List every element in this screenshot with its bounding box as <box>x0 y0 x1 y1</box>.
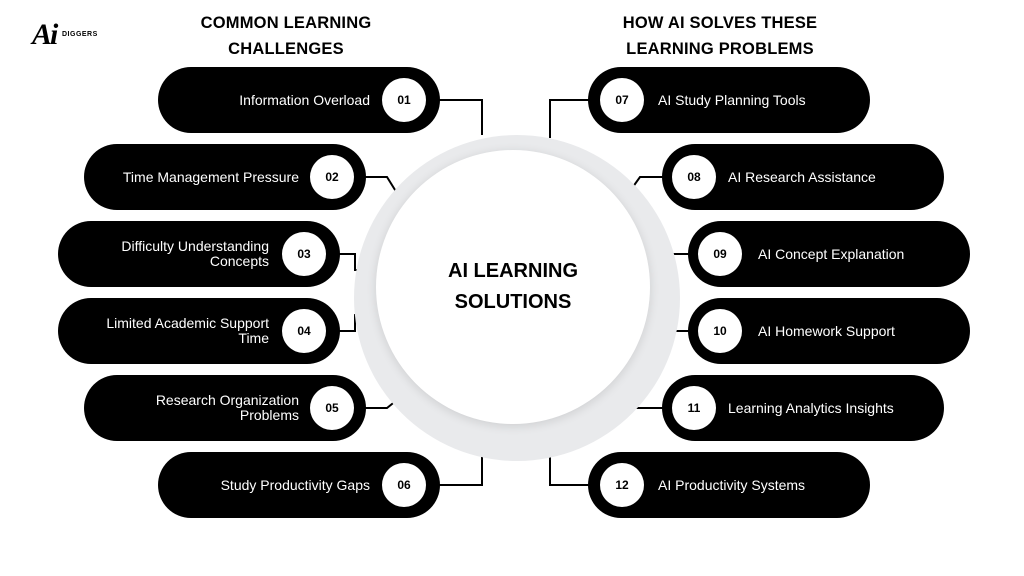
challenge-pill-01: Information Overload 01 <box>158 67 440 133</box>
solution-pill-11: 11 Learning Analytics Insights <box>662 375 944 441</box>
challenge-number-badge: 05 <box>310 386 354 430</box>
solution-number-badge: 10 <box>698 309 742 353</box>
logo-mark: Ai <box>32 18 58 51</box>
challenge-number-badge: 06 <box>382 463 426 507</box>
solution-label: AI Homework Support <box>758 322 895 339</box>
challenge-label: Information Overload <box>239 91 370 108</box>
central-hub: AI LEARNING SOLUTIONS <box>376 150 650 424</box>
challenge-pill-02: Time Management Pressure 02 <box>84 144 366 210</box>
brand-logo: Ai DIGGERS <box>32 20 104 52</box>
solution-label: AI Productivity Systems <box>658 476 806 493</box>
solution-pill-08: 08 AI Research Assistance <box>662 144 944 210</box>
solution-number-badge: 09 <box>698 232 742 276</box>
solution-label: AI Concept Explanation <box>758 245 905 262</box>
solutions-heading: HOW AI SOLVES THESE LEARNING PROBLEMS <box>622 14 818 58</box>
solution-number-badge: 12 <box>600 463 644 507</box>
challenge-number-badge: 03 <box>282 232 326 276</box>
connector-06 <box>436 450 483 486</box>
challenge-label: Time Management Pressure <box>122 168 299 185</box>
challenge-label: Study Productivity Gaps <box>220 476 370 493</box>
solution-pill-07: 07 AI Study Planning Tools <box>588 67 870 133</box>
challenge-pill-06: Study Productivity Gaps 06 <box>158 452 440 518</box>
connector-01 <box>436 99 483 135</box>
solution-number-badge: 08 <box>672 155 716 199</box>
logo-text: DIGGERS <box>62 31 98 38</box>
solution-label: AI Research Assistance <box>728 168 876 185</box>
hub-title: AI LEARNING SOLUTIONS <box>448 260 578 313</box>
solution-pill-10: 10 AI Homework Support <box>688 298 970 364</box>
challenge-pill-03: Difficulty Understanding Concepts 03 <box>58 221 340 287</box>
challenge-number-badge: 02 <box>310 155 354 199</box>
challenge-label: Research Organization Problems <box>155 392 299 423</box>
challenge-number-badge: 04 <box>282 309 326 353</box>
solution-number-badge: 07 <box>600 78 644 122</box>
challenge-label: Difficulty Understanding Concepts <box>121 238 269 269</box>
connector-07 <box>549 99 596 138</box>
challenge-number-badge: 01 <box>382 78 426 122</box>
solution-label: AI Study Planning Tools <box>658 91 806 108</box>
solution-number-badge: 11 <box>672 386 716 430</box>
challenges-heading: COMMON LEARNING CHALLENGES <box>200 14 372 58</box>
challenge-label: Limited Academic Support Time <box>106 315 269 346</box>
solution-label: Learning Analytics Insights <box>728 399 894 416</box>
challenge-pill-05: Research Organization Problems 05 <box>84 375 366 441</box>
solution-pill-09: 09 AI Concept Explanation <box>688 221 970 287</box>
challenge-pill-04: Limited Academic Support Time 04 <box>58 298 340 364</box>
solution-pill-12: 12 AI Productivity Systems <box>588 452 870 518</box>
connector-12 <box>549 448 596 486</box>
